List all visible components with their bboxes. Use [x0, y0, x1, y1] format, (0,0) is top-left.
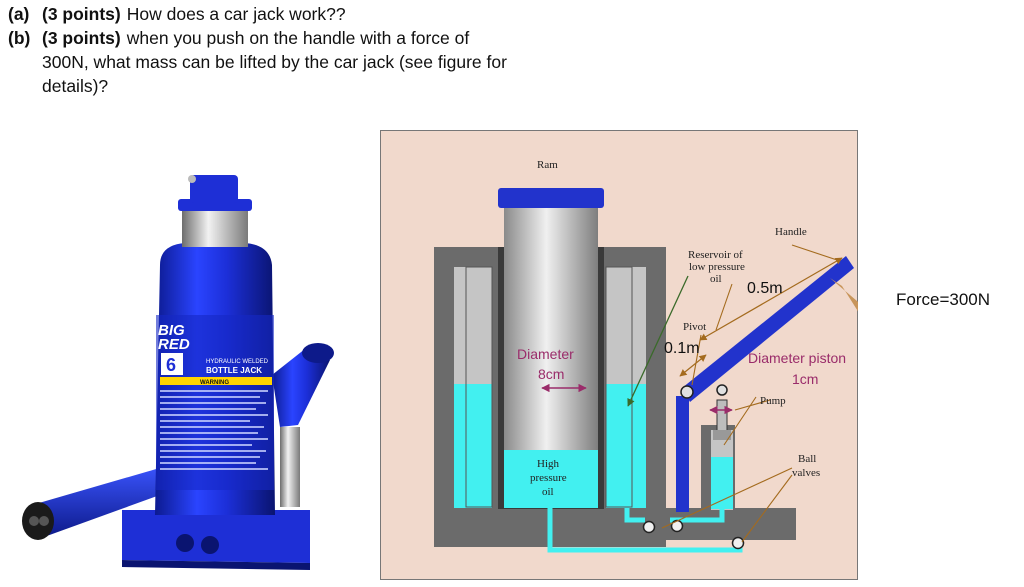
ram-label: Ram: [537, 159, 558, 171]
reservoir-pointer: [627, 275, 689, 407]
question-b-line3: details)?: [42, 76, 109, 96]
reservoir-line3: oil: [710, 273, 722, 285]
piston-diameter-label: Diameter piston: [748, 350, 846, 366]
jack-label: BIG RED 6 HYDRAULIC WELDED BOTTLE JACK W…: [156, 315, 274, 490]
question-text: (a) (3 points)How does a car jack work??…: [8, 2, 628, 98]
question-a-text: How does a car jack work??: [126, 4, 346, 24]
warning-text: WARNING: [200, 380, 229, 386]
question-a: (a) (3 points)How does a car jack work??: [8, 2, 628, 26]
reservoir-line1: Reservoir of: [688, 249, 743, 261]
ram-diameter-value: 8cm: [538, 366, 564, 382]
high-pressure-line3: oil: [542, 486, 554, 498]
question-b-line2: 300N, what mass can be lifted by the car…: [42, 52, 507, 72]
capacity-number: 6: [166, 355, 176, 375]
hydraulic-jack-diagram: Ram Handle Reservoir of low pressure oil…: [380, 130, 858, 580]
product-line2: BOTTLE JACK: [206, 366, 262, 375]
pump-pin: [716, 384, 728, 396]
high-pressure-line2: pressure: [530, 472, 567, 484]
piston-diameter-value: 1cm: [792, 371, 818, 387]
ball-valves-line1: Ball: [798, 453, 816, 465]
pivot-distance-arrow: [679, 354, 707, 377]
pivot-label: Pivot: [683, 321, 706, 333]
question-a-label: (a): [8, 4, 30, 24]
bottle-jack-photo: BIG RED 6 HYDRAULIC WELDED BOTTLE JACK W…: [22, 175, 334, 570]
jack-pump-arm: [272, 343, 334, 507]
product-line1: HYDRAULIC WELDED: [206, 359, 269, 365]
question-b-label: (b): [8, 28, 31, 48]
pump-label: Pump: [760, 395, 786, 407]
brand-line1: BIG: [158, 322, 185, 339]
high-pressure-line1: High: [537, 458, 560, 470]
ram-cylinder: [498, 188, 604, 509]
question-b-points: (3 points): [42, 28, 121, 48]
question-a-points: (3 points): [42, 4, 121, 24]
handle-label: Handle: [775, 226, 807, 238]
jack-base: [122, 510, 310, 570]
question-b: (b) (3 points)when you push on the handl…: [8, 26, 628, 50]
handle-length-arrow: [699, 257, 843, 341]
pivot-pin: [680, 385, 694, 399]
reservoir-oil: [454, 266, 646, 508]
brand-line2: RED: [158, 336, 190, 353]
reservoir-line2: low pressure: [689, 261, 745, 273]
handle-length-label: 0.5m: [747, 280, 783, 297]
ball-valves-line2: valves: [792, 467, 820, 479]
force-label: Force=300N: [896, 290, 991, 309]
jack-handle-bar: [22, 465, 182, 540]
ball-valves: [642, 519, 745, 550]
question-b-line1: when you push on the handle with a force…: [126, 28, 470, 48]
pump-cylinder: [711, 399, 733, 510]
ram-diameter-label: Diameter: [517, 346, 574, 362]
pivot-distance-label: 0.1m: [664, 340, 700, 357]
leader-lines: [661, 244, 841, 543]
